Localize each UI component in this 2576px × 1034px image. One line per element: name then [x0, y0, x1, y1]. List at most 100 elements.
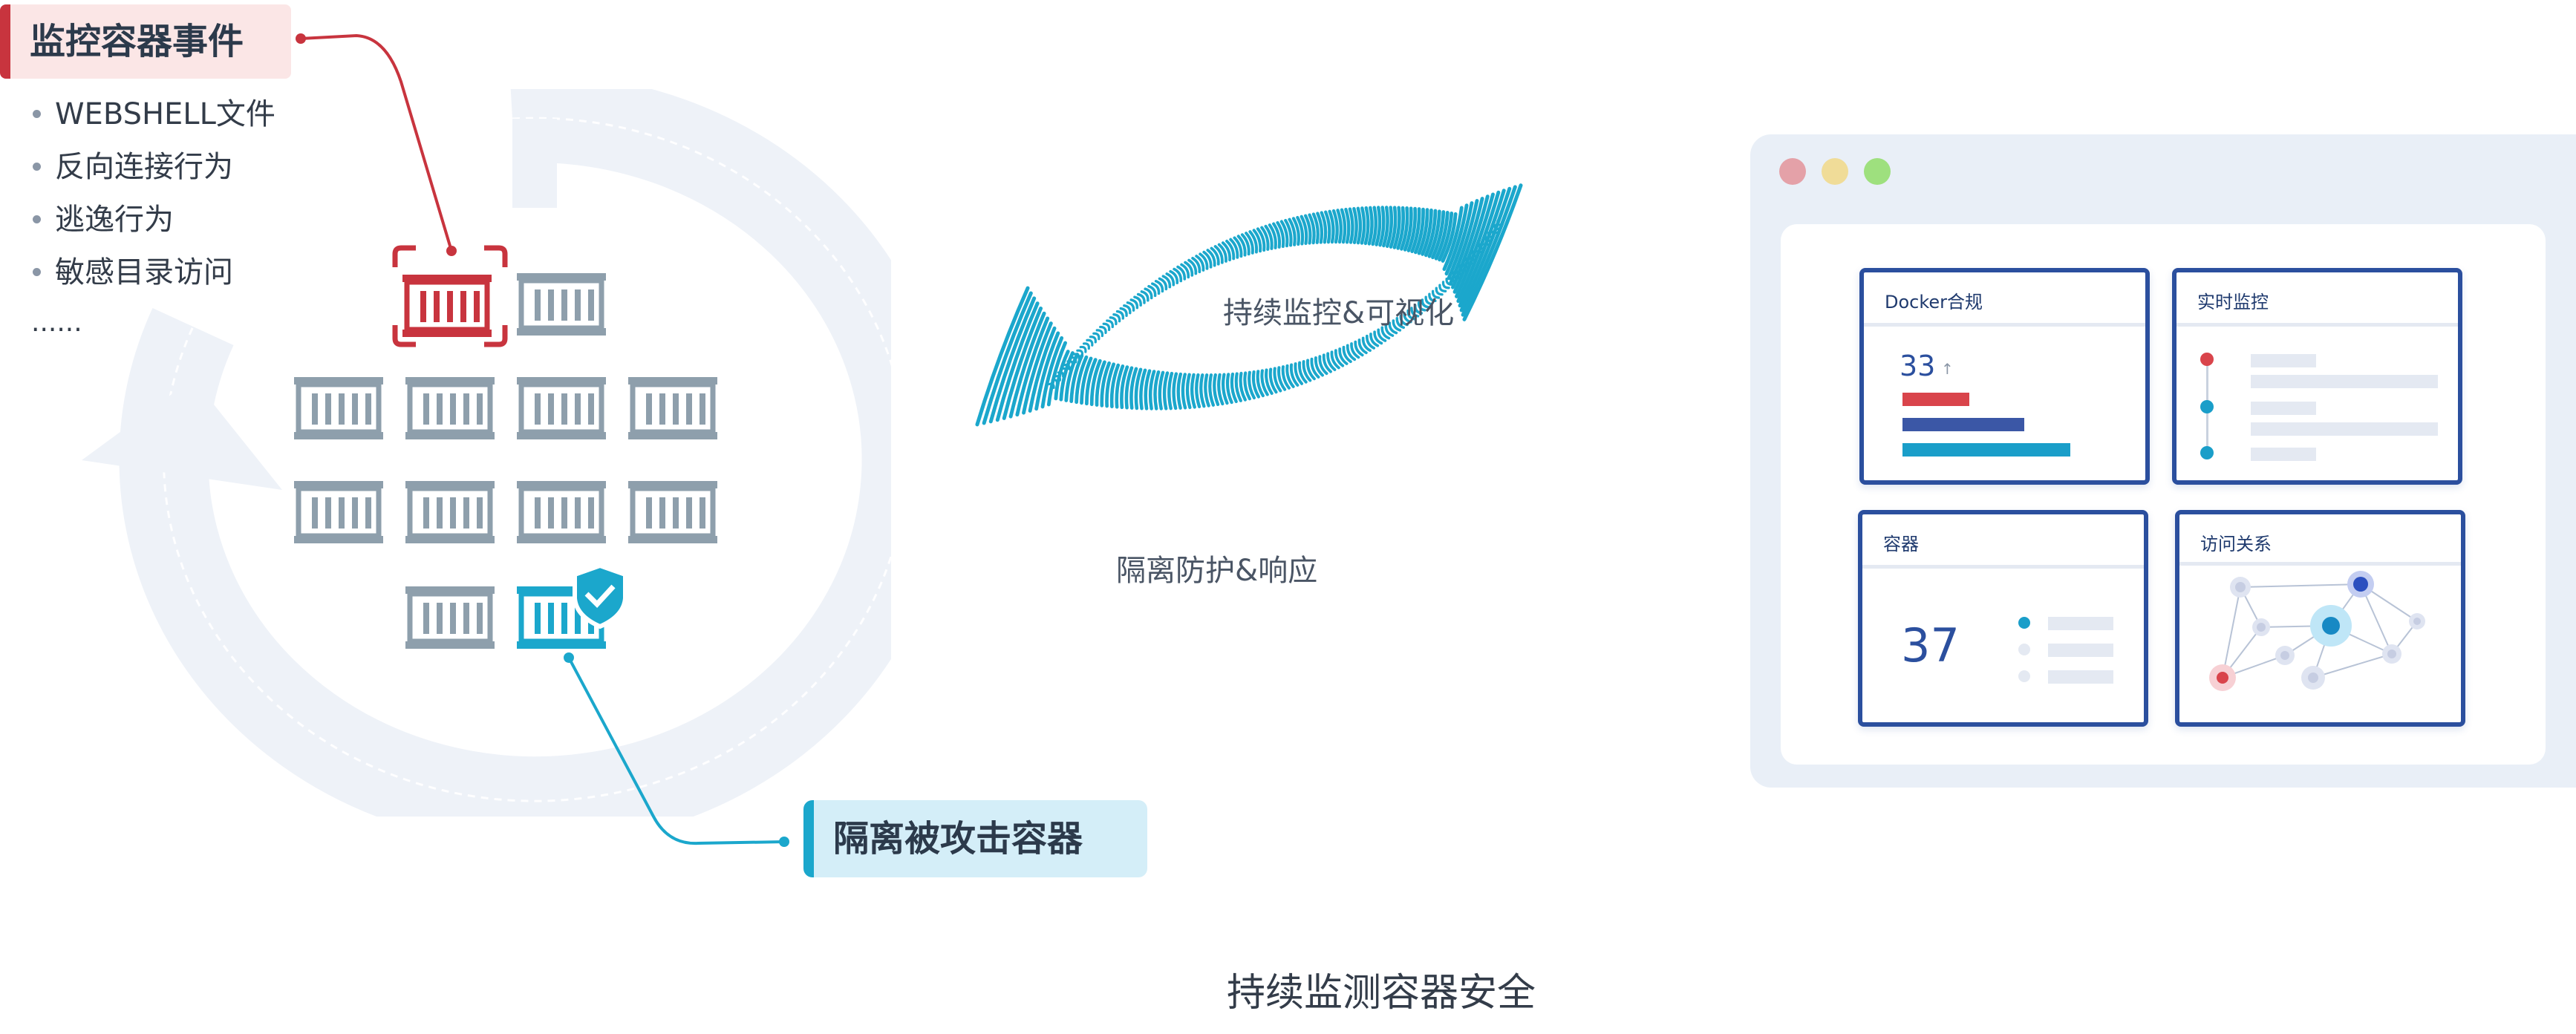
- arrow-stroke: [1471, 250, 1479, 258]
- arrow-stroke: [1256, 370, 1265, 398]
- arrow-stroke: [1308, 213, 1316, 245]
- arrow-bottom-label: 隔离防护&响应: [1116, 554, 1318, 588]
- arrow-stroke: [1217, 243, 1227, 263]
- arrow-stroke: [1095, 329, 1104, 338]
- arrow-stroke: [1123, 304, 1132, 315]
- arrow-bottom-icon: [975, 220, 1504, 427]
- arrow-stroke: [1028, 326, 1057, 413]
- arrow-stroke: [1322, 353, 1332, 373]
- arrow-stroke: [1046, 341, 1067, 407]
- arrow-stroke: [1311, 212, 1320, 244]
- arrow-stroke: [1305, 359, 1316, 381]
- arrow-stroke: [1079, 345, 1087, 353]
- arrow-stroke: [1120, 365, 1129, 410]
- arrow-stroke: [1340, 208, 1347, 244]
- arrow-stroke: [1490, 227, 1498, 235]
- arrow-stroke: [1126, 301, 1135, 312]
- arrow-stroke: [982, 291, 1033, 425]
- window-dot-yellow[interactable]: [1822, 158, 1848, 185]
- arrow-stroke: [1320, 211, 1328, 244]
- arrow-stroke: [1195, 373, 1201, 409]
- arrow-stroke: [1260, 226, 1270, 251]
- arrow-stroke: [1124, 366, 1134, 410]
- arrow-stroke: [1493, 223, 1501, 230]
- arrow-stroke: [1346, 344, 1357, 361]
- realtime-monitor-card[interactable]: 实时监控: [2172, 268, 2462, 485]
- window-dot-red[interactable]: [1779, 158, 1806, 185]
- arrow-stroke: [1496, 220, 1504, 226]
- arrow-stroke: [1129, 298, 1139, 310]
- window-dot-green[interactable]: [1864, 158, 1891, 185]
- arrow-stroke: [1133, 295, 1142, 307]
- bar-cyan: [1902, 443, 2070, 457]
- arrow-stroke: [1069, 353, 1084, 404]
- refresh-cycle-icon: [82, 89, 891, 817]
- access-relations-card[interactable]: 访问关系: [2175, 510, 2465, 727]
- arrow-stroke: [1445, 278, 1454, 286]
- bar-red: [1902, 393, 1969, 406]
- arrow-top-label: 持续监控&可视化: [1223, 296, 1455, 330]
- arrow-stroke: [1434, 211, 1450, 261]
- diagram-caption: 持续监测容器安全: [1227, 971, 1536, 1015]
- arrow-stroke: [1354, 340, 1364, 357]
- container-scan-icon: [392, 245, 508, 347]
- arrow-stroke: [1233, 236, 1243, 258]
- arrow-stroke: [1427, 209, 1441, 258]
- network-graph-icon: [2209, 571, 2425, 691]
- card-title: 实时监控: [2197, 292, 2269, 313]
- arrow-stroke: [1279, 220, 1289, 248]
- event-list-more: ......: [31, 307, 82, 338]
- arrow-stroke: [1378, 206, 1386, 247]
- arrow-stroke: [1461, 185, 1517, 317]
- arrow-stroke: [1144, 287, 1153, 300]
- arrow-stroke: [1248, 370, 1256, 400]
- arrow-stroke: [1324, 210, 1331, 244]
- arrow-stroke: [1277, 366, 1287, 391]
- arrow-stroke: [1484, 235, 1492, 243]
- arrow-stroke: [1115, 364, 1125, 409]
- arrow-stroke: [1187, 258, 1198, 275]
- docker-compliance-card[interactable]: Docker合规 33 ↑: [1859, 268, 2150, 485]
- arrow-stroke: [1318, 355, 1328, 376]
- arrow-stroke: [1363, 206, 1370, 246]
- arrow-stroke: [1338, 347, 1349, 365]
- arrow-stroke: [1173, 267, 1183, 283]
- arrow-stroke: [1462, 183, 1523, 321]
- arrow-stroke: [1373, 330, 1383, 345]
- arrow-stroke: [1139, 368, 1147, 410]
- arrow-stroke: [1375, 206, 1382, 246]
- arrow-stroke: [1144, 369, 1152, 410]
- monitor-events-tag: 监控容器事件: [0, 4, 291, 79]
- arrow-stroke: [1431, 289, 1441, 299]
- arrow-stroke: [1202, 250, 1213, 269]
- arrow-stroke: [1331, 209, 1339, 244]
- arrow-stroke: [1099, 325, 1107, 335]
- arrow-stroke: [1438, 211, 1454, 262]
- arrow-stroke: [1176, 265, 1187, 281]
- arrow-stroke: [1336, 209, 1343, 244]
- arrow-stroke: [1328, 209, 1335, 244]
- arrow-stroke: [1272, 222, 1282, 249]
- containers-card[interactable]: 容器 37: [1858, 510, 2148, 727]
- arrow-stroke: [1240, 233, 1250, 256]
- arrow-stroke: [1119, 307, 1128, 317]
- timeline-dot: [2200, 353, 2214, 366]
- arrow-stroke: [1302, 360, 1312, 382]
- arrow-stroke: [1167, 371, 1174, 410]
- arrow-stroke: [1276, 220, 1285, 249]
- arrow-stroke: [1417, 301, 1426, 312]
- arrow-stroke: [1268, 223, 1277, 249]
- arrow-stroke: [1421, 298, 1430, 309]
- arrow-stroke: [1366, 334, 1376, 350]
- arrow-stroke: [1085, 358, 1098, 406]
- arrow-stroke: [1225, 373, 1233, 405]
- container-shield-icon: [517, 563, 627, 649]
- arrow-stroke: [1260, 369, 1269, 396]
- arrow-stroke: [1059, 351, 1075, 402]
- arrow-stroke: [1303, 214, 1312, 245]
- arrow-stroke: [1169, 269, 1179, 284]
- arrow-stroke: [1153, 370, 1161, 410]
- arrow-stroke: [1289, 363, 1300, 387]
- arrow-stroke: [1234, 372, 1242, 402]
- flow-arrows: [975, 183, 1523, 427]
